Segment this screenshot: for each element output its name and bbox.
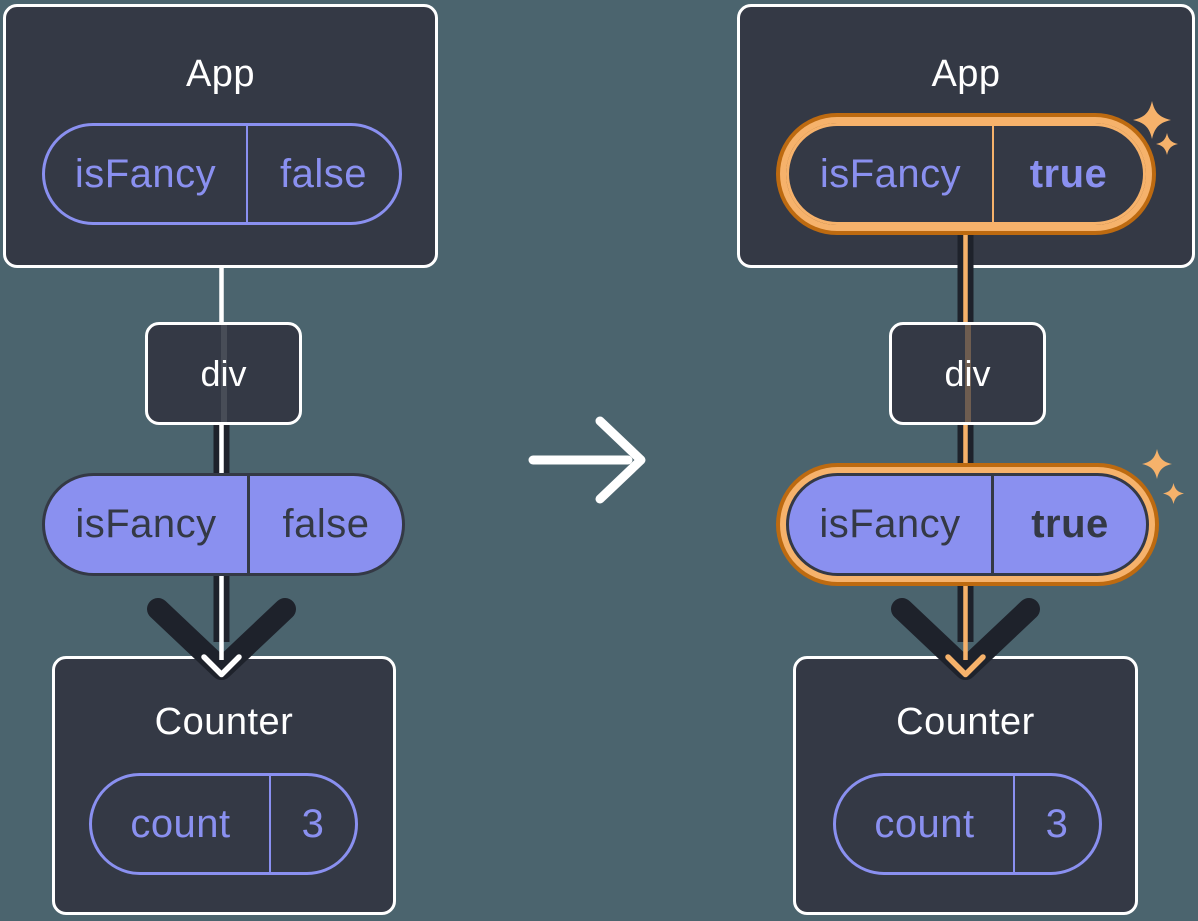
- counter-component-title: Counter: [154, 701, 294, 743]
- sparkle-icon: [1142, 449, 1172, 479]
- prop-flow-line-after: [891, 228, 1040, 680]
- arrow-down-icon: [945, 654, 986, 678]
- div-element-box-before: div: [145, 322, 302, 425]
- div-element-label: div: [944, 352, 991, 394]
- sparkle-icon: [1156, 133, 1178, 155]
- arrow-down-icon: [201, 654, 242, 678]
- sparkle-icon: [1133, 101, 1171, 139]
- state-value-label: false: [280, 151, 367, 196]
- arrow-down-icon: [891, 598, 1040, 680]
- state-name-label: isFancy: [789, 126, 994, 222]
- arrow-down-icon: [147, 598, 296, 680]
- state-name-label: count: [92, 776, 271, 872]
- flow-line-ghost: [964, 325, 971, 422]
- state-name-label: count: [836, 776, 1015, 872]
- counter-state-pill-after: count 3: [833, 773, 1102, 875]
- app-component-title: App: [185, 53, 256, 95]
- prop-pill-before: isFancy false: [42, 473, 405, 576]
- counter-state-pill-before: count 3: [89, 773, 358, 875]
- app-component-title: App: [931, 53, 1001, 95]
- prop-name-label: isFancy: [789, 476, 994, 573]
- arrow-right-icon: [528, 416, 646, 504]
- state-value-label: 3: [1045, 801, 1069, 846]
- state-value-label: 3: [301, 801, 325, 846]
- counter-component-title: Counter: [896, 701, 1035, 743]
- state-name-label: isFancy: [45, 126, 248, 222]
- state-value-label: true: [1029, 151, 1108, 196]
- div-element-box-after: div: [889, 322, 1046, 425]
- prop-pill-after: isFancy true: [786, 473, 1149, 576]
- app-state-pill-before: isFancy false: [42, 123, 402, 225]
- sparkle-icon: [1163, 483, 1184, 504]
- div-element-label: div: [200, 352, 247, 394]
- prop-flow-line-before: [147, 266, 296, 680]
- app-state-pill-after: isFancy true: [786, 123, 1146, 225]
- prop-name-label: isFancy: [45, 476, 250, 573]
- prop-value-label: false: [282, 502, 370, 546]
- prop-value-label: true: [1031, 502, 1109, 546]
- flow-line-ghost: [220, 325, 227, 422]
